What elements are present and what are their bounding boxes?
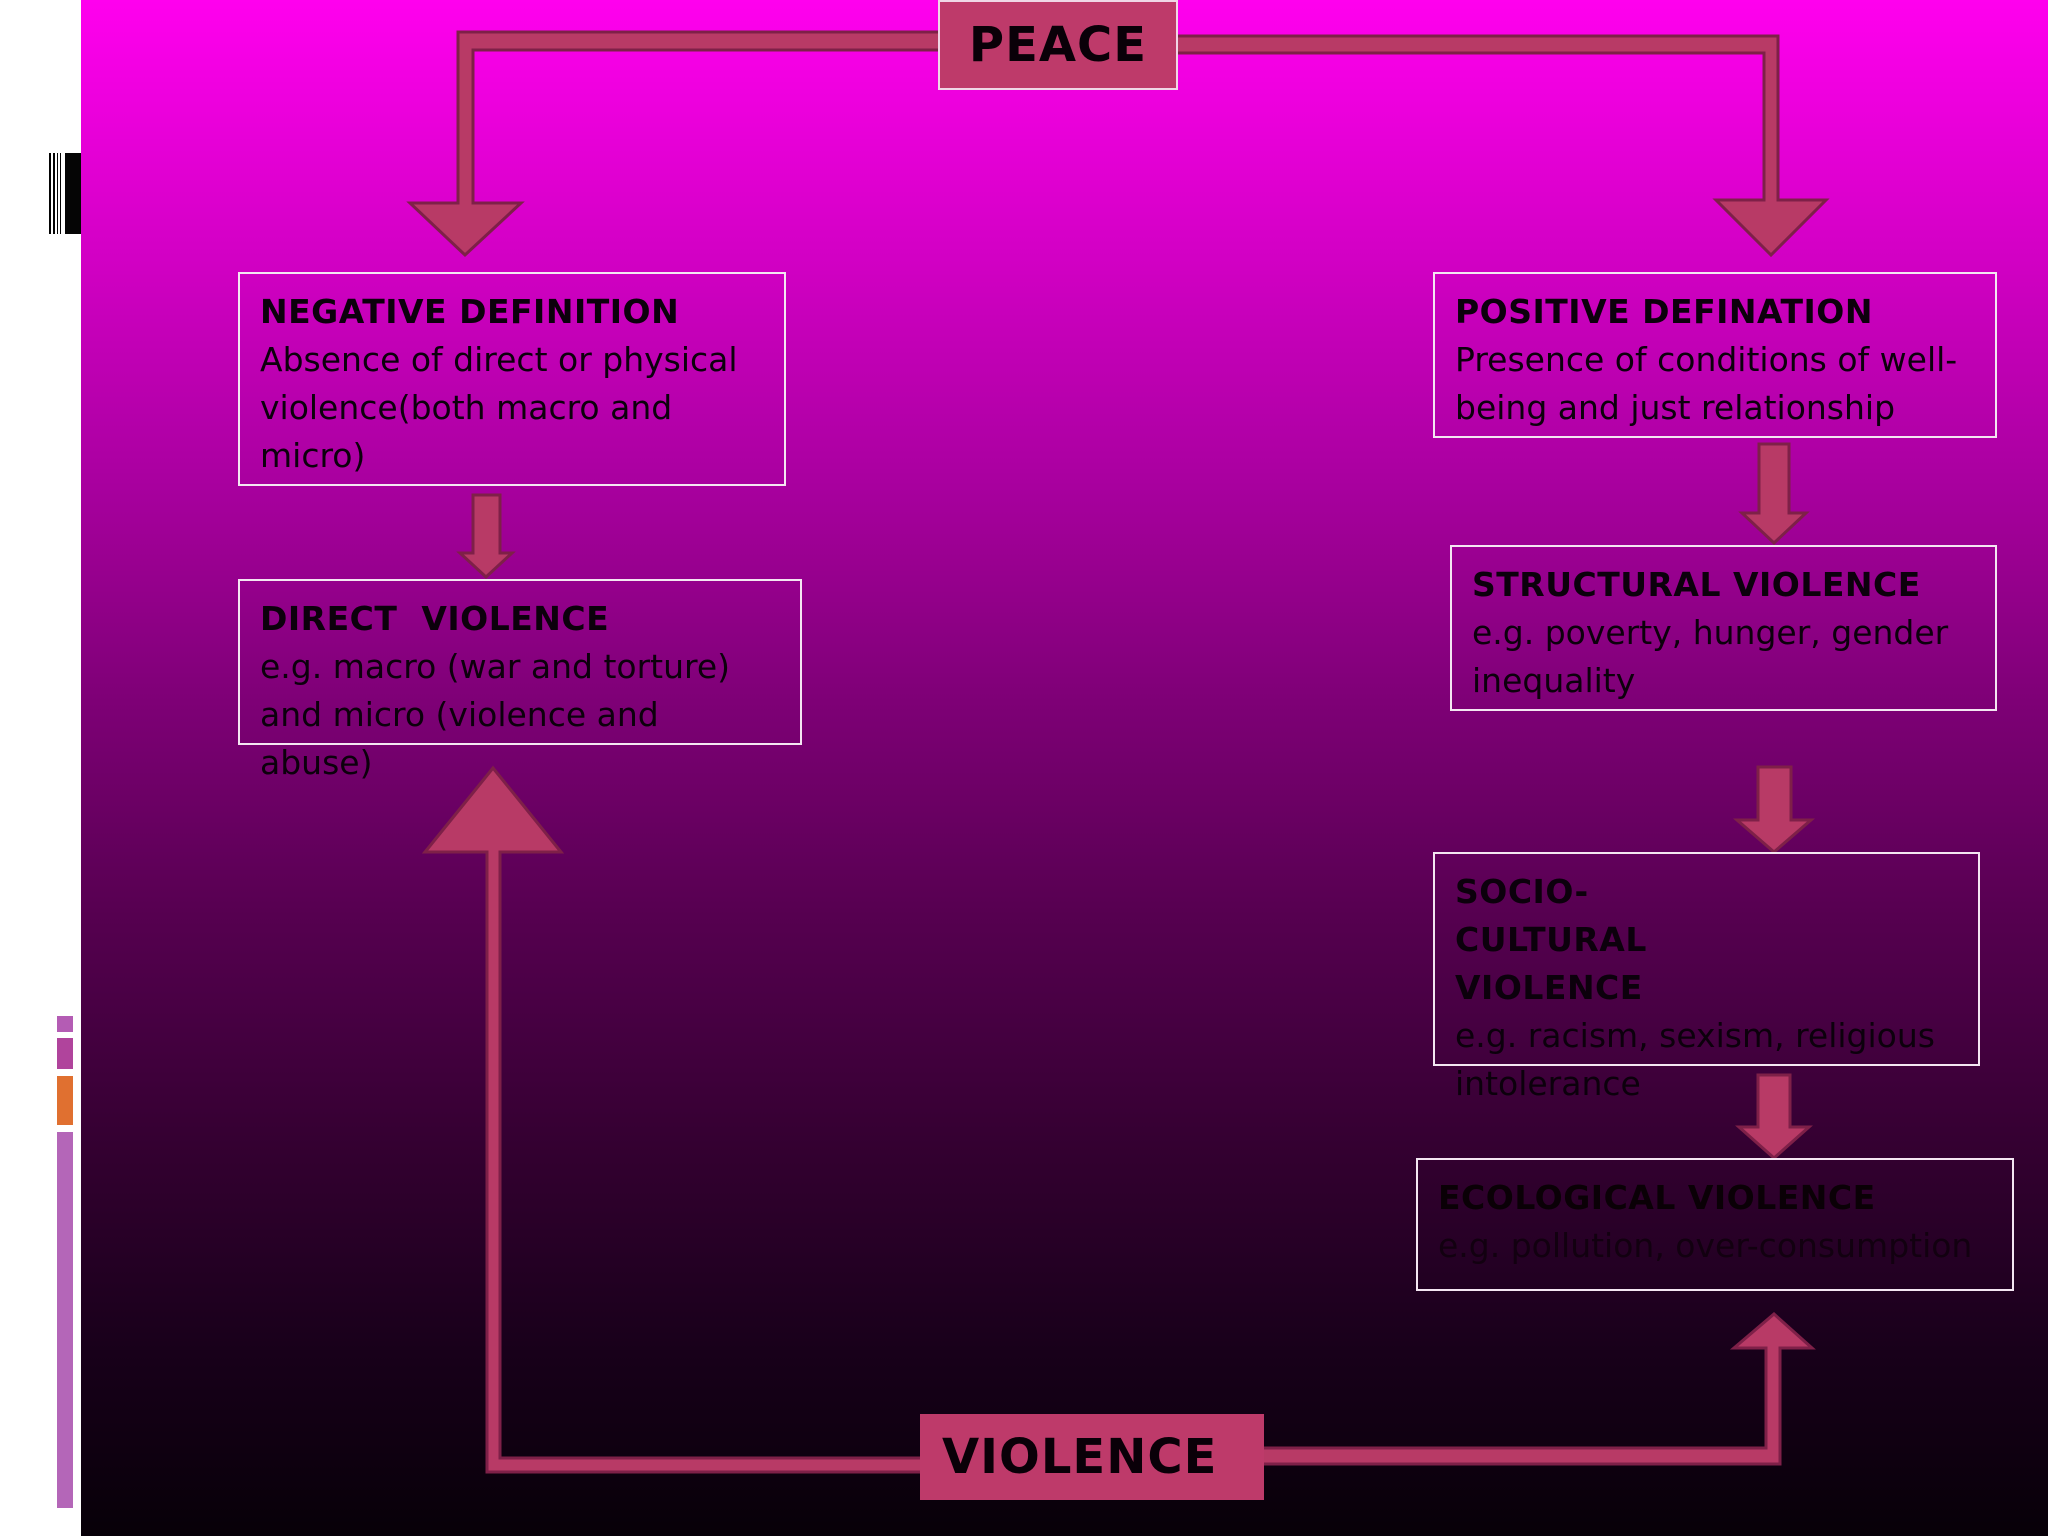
- arrow-negative-to-direct: [456, 493, 516, 580]
- arrow-socio-to-ecological: [1735, 1073, 1813, 1161]
- structural-violence-box: STRUCTURAL VIOLENCE e.g. poverty, hunger…: [1450, 545, 1997, 711]
- socio-cultural-violence-title: SOCIO-CULTURAL VIOLENCE: [1455, 872, 1647, 1007]
- direct-violence-box: DIRECT VIOLENCE e.g. macro (war and tort…: [238, 579, 802, 782]
- socio-cultural-violence-desc: e.g. racism, sexism, religious intoleran…: [1455, 1016, 1935, 1103]
- ecological-violence-title: ECOLOGICAL VIOLENCE: [1438, 1178, 1876, 1217]
- arrow-peace-to-negative: [406, 30, 942, 258]
- arrow-peace-to-positive: [1174, 34, 1830, 258]
- violence-node: VIOLENCE: [920, 1414, 1264, 1500]
- negative-definition-box: NEGATIVE DEFINITION Absence of direct or…: [238, 272, 786, 486]
- arrow-positive-to-structural: [1738, 442, 1810, 546]
- positive-definition-box: POSITIVE DEFINATION Presence of conditio…: [1433, 272, 1997, 438]
- arrow-violence-to-ecological: [1260, 1312, 1816, 1466]
- side-bar-1: [57, 1016, 73, 1032]
- socio-cultural-violence-box: SOCIO-CULTURAL VIOLENCE e.g. racism, sex…: [1433, 852, 1980, 1103]
- arrow-structural-to-socio: [1732, 765, 1816, 854]
- positive-definition-title: POSITIVE DEFINATION: [1455, 292, 1873, 331]
- negative-definition-desc: Absence of direct or physical violence(b…: [260, 340, 738, 475]
- direct-violence-title: DIRECT VIOLENCE: [260, 599, 610, 638]
- peace-node: PEACE: [938, 0, 1178, 90]
- ecological-violence-desc: e.g. pollution, over-consumption: [1438, 1226, 1973, 1265]
- slide-background: [81, 0, 2048, 1536]
- ecological-violence-box: ECOLOGICAL VIOLENCE e.g. pollution, over…: [1416, 1158, 2014, 1291]
- side-bar-4: [57, 1132, 73, 1508]
- side-bar-3: [57, 1076, 73, 1125]
- arrow-violence-to-direct: [421, 765, 924, 1474]
- structural-violence-title: STRUCTURAL VIOLENCE: [1472, 565, 1921, 604]
- structural-violence-desc: e.g. poverty, hunger, gender inequality: [1472, 613, 1949, 700]
- direct-violence-desc: e.g. macro (war and torture) and micro (…: [260, 647, 731, 782]
- side-bar-2: [57, 1038, 73, 1069]
- negative-definition-title: NEGATIVE DEFINITION: [260, 292, 680, 331]
- positive-definition-desc: Presence of conditions of well-being and…: [1455, 340, 1958, 427]
